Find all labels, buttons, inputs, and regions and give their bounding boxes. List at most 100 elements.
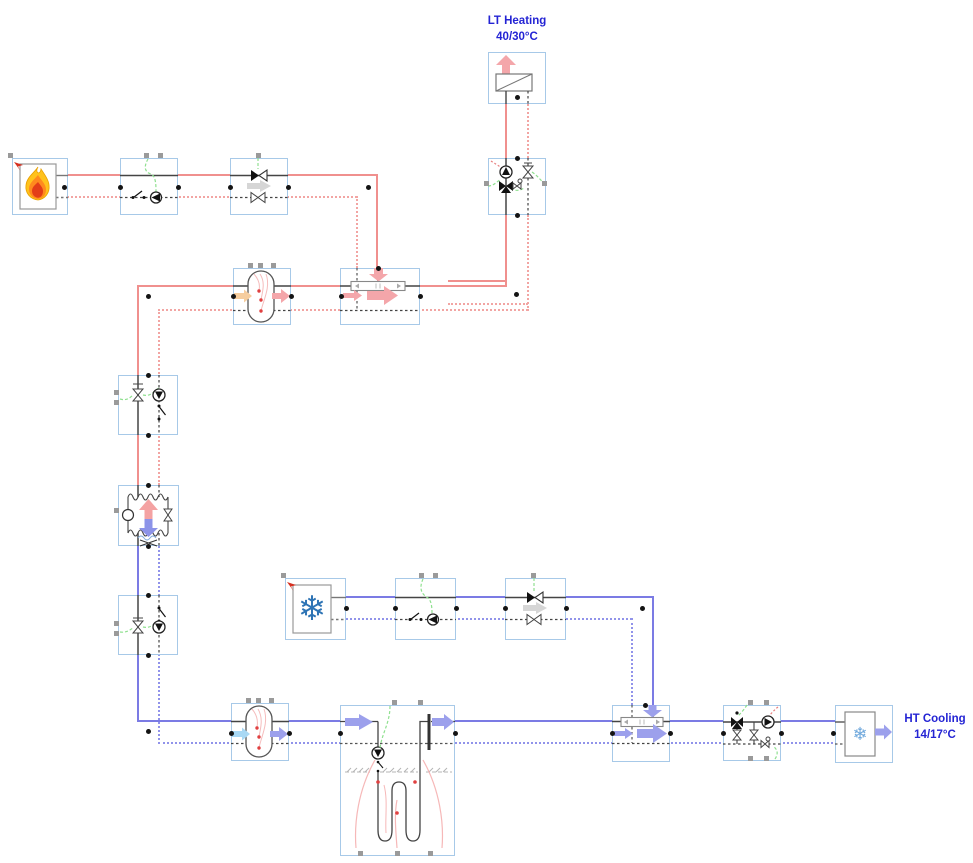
- pipe-cooling-supply: [330, 596, 653, 598]
- heatpump-evaporator-pump-group[interactable]: [118, 595, 178, 655]
- connection-node: [231, 294, 236, 299]
- port-handle: [358, 851, 363, 856]
- heating-valve-module[interactable]: [230, 158, 288, 215]
- cooling-open-header[interactable]: [612, 705, 670, 762]
- pump-icon: [152, 388, 166, 402]
- cool-flow-arrow-icon: [875, 724, 892, 740]
- balancing-valve-icon: [748, 729, 760, 741]
- ht-cooling-pump-group[interactable]: [723, 704, 781, 761]
- pipe-heating-supply: [505, 215, 507, 286]
- flame-icon: [19, 163, 68, 210]
- port-handle: [114, 508, 119, 513]
- port-handle: [392, 700, 397, 705]
- flow-arrow-down-icon: [643, 705, 662, 718]
- pipe-heating-supply: [448, 280, 506, 282]
- connection-node: [146, 433, 151, 438]
- source-symbol-icon: [139, 539, 158, 547]
- balancing-valve-icon: [526, 613, 542, 626]
- radiator-icon: [495, 73, 533, 92]
- fan-coil-icon: [844, 711, 876, 757]
- snowflake-icon: ❄: [297, 590, 327, 628]
- connection-node: [146, 544, 151, 549]
- connection-node: [831, 731, 836, 736]
- flow-arrow-icon: [247, 180, 271, 192]
- connection-node: [564, 606, 569, 611]
- port-handle: [748, 700, 753, 705]
- heating-open-header[interactable]: [340, 268, 420, 325]
- heating-pump-module[interactable]: [120, 158, 178, 215]
- port-handle: [114, 631, 119, 636]
- port-handle: [246, 698, 251, 703]
- snowflake-icon: ❄: [852, 724, 868, 744]
- pipe-cooling-return: [158, 742, 845, 744]
- connection-node: [366, 185, 371, 190]
- cooling-valve-module[interactable]: [505, 578, 566, 640]
- balancing-valve-icon: [521, 162, 535, 179]
- compressor-icon: [121, 508, 135, 522]
- inflow-arrow-icon: [232, 727, 250, 741]
- three-way-valve-icon: [499, 181, 513, 193]
- port-handle: [531, 573, 536, 578]
- boiler-component[interactable]: [12, 158, 68, 215]
- port-handle: [256, 153, 261, 158]
- connection-node: [146, 483, 151, 488]
- ht-cooling-title: HT Cooling: [904, 713, 966, 725]
- port-handle: [764, 756, 769, 761]
- water-icon: [137, 535, 157, 541]
- inflow-arrow-icon: [234, 289, 252, 303]
- connection-node: [146, 653, 151, 658]
- connection-node: [393, 606, 398, 611]
- heat-output-arrow-icon: [139, 499, 158, 519]
- connection-node: [286, 185, 291, 190]
- flow-arrow-right-small-icon: [343, 290, 362, 301]
- connection-node: [453, 731, 458, 736]
- lt-heating-pump-group[interactable]: [487, 158, 547, 215]
- three-way-valve-icon: [731, 711, 743, 729]
- pump-icon: [371, 746, 385, 760]
- heatpump-condenser-pump-group[interactable]: [118, 375, 178, 435]
- connection-node: [515, 95, 520, 100]
- heating-buffer-tank[interactable]: [233, 268, 291, 325]
- ht-cooling-label: HT Cooling 14/17°C: [897, 711, 973, 743]
- connection-node: [146, 593, 151, 598]
- connection-node: [176, 185, 181, 190]
- port-handle: [542, 181, 547, 186]
- lt-heating-label: LT Heating 40/30°C: [447, 13, 587, 45]
- pipe-heating-supply: [137, 285, 507, 287]
- pump-icon: [499, 165, 513, 179]
- port-handle: [395, 851, 400, 856]
- port-handle: [158, 153, 163, 158]
- connection-node: [668, 731, 673, 736]
- ht-cooling-temps: 14/17°C: [914, 729, 956, 741]
- cooling-buffer-tank[interactable]: [231, 703, 289, 761]
- heat-pump[interactable]: [118, 485, 179, 547]
- cooling-pump-module[interactable]: [395, 578, 456, 640]
- connection-node: [515, 156, 520, 161]
- connection-node: [118, 185, 123, 190]
- small-valve-icon: [512, 178, 523, 190]
- balancing-valve-icon: [731, 729, 743, 741]
- control-line: [379, 705, 391, 749]
- connection-node: [62, 185, 67, 190]
- connection-node: [339, 294, 344, 299]
- pipe-cooling-supply: [652, 596, 654, 705]
- switch-icon: [131, 190, 146, 199]
- port-handle: [281, 573, 286, 578]
- port-handle: [8, 153, 13, 158]
- connection-node: [779, 731, 784, 736]
- port-handle: [418, 700, 423, 705]
- header-bar-icon: [620, 716, 664, 728]
- pipe-heating-return: [356, 196, 358, 268]
- connection-node: [376, 266, 381, 271]
- port-handle: [748, 756, 753, 761]
- switch-icon: [157, 606, 166, 623]
- connection-node: [287, 731, 292, 736]
- chiller-component[interactable]: [285, 578, 346, 640]
- ht-cooling-emitter[interactable]: [835, 705, 893, 763]
- ground-loop-component[interactable]: [340, 705, 455, 856]
- pipe-heating-supply: [56, 174, 378, 176]
- control-line: [144, 158, 157, 193]
- separator-plate-icon: [427, 714, 431, 750]
- port-handle: [484, 181, 489, 186]
